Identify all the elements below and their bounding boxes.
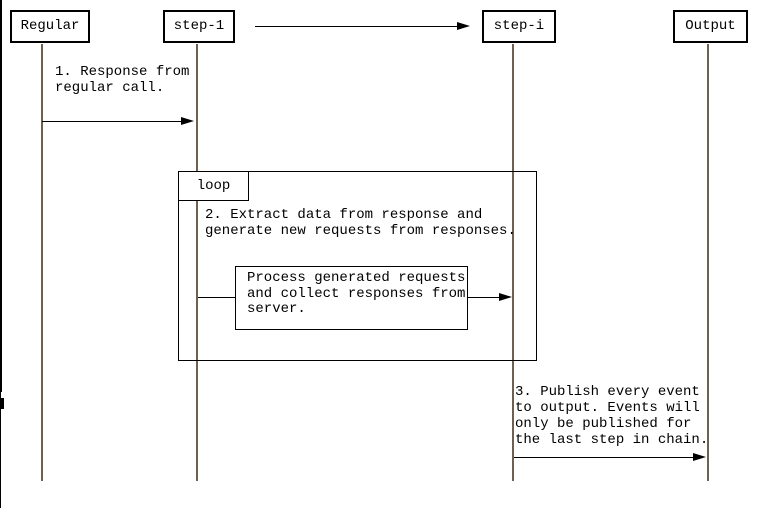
arrowhead-icon bbox=[693, 453, 706, 461]
process-note-box: Process generated requests and collect r… bbox=[235, 266, 468, 330]
loop-fragment-label: loop bbox=[178, 171, 249, 201]
lifeline-regular bbox=[41, 44, 43, 481]
arrowhead-icon bbox=[499, 293, 512, 301]
arrow-note-to-stepi bbox=[468, 297, 500, 298]
connector-step1-to-note bbox=[198, 297, 235, 298]
lifeline-output bbox=[707, 44, 709, 481]
window-edge-artifact-notch bbox=[0, 398, 4, 409]
message-2-label: 2. Extract data from response and genera… bbox=[205, 207, 516, 239]
arrowhead-icon bbox=[457, 22, 470, 30]
lifeline-step-1 bbox=[196, 44, 198, 481]
actor-box-step-1: step-1 bbox=[163, 10, 235, 43]
arrow-stepi-to-output bbox=[514, 457, 694, 458]
message-1-label: 1. Response from regular call. bbox=[55, 64, 190, 96]
window-edge-artifact-bottom bbox=[0, 392, 1, 508]
actor-box-regular: Regular bbox=[10, 10, 90, 43]
arrow-step1-to-stepi bbox=[255, 26, 458, 27]
window-edge-artifact-top bbox=[0, 0, 2, 392]
message-3-label: 3. Publish every event to output. Events… bbox=[515, 384, 709, 448]
actor-box-step-i: step-i bbox=[482, 10, 556, 43]
actor-box-output: Output bbox=[673, 10, 748, 43]
loop-fragment-box bbox=[178, 171, 537, 361]
lifeline-step-i bbox=[512, 44, 514, 481]
arrow-regular-to-step1 bbox=[42, 121, 182, 122]
arrowhead-icon bbox=[181, 117, 194, 125]
